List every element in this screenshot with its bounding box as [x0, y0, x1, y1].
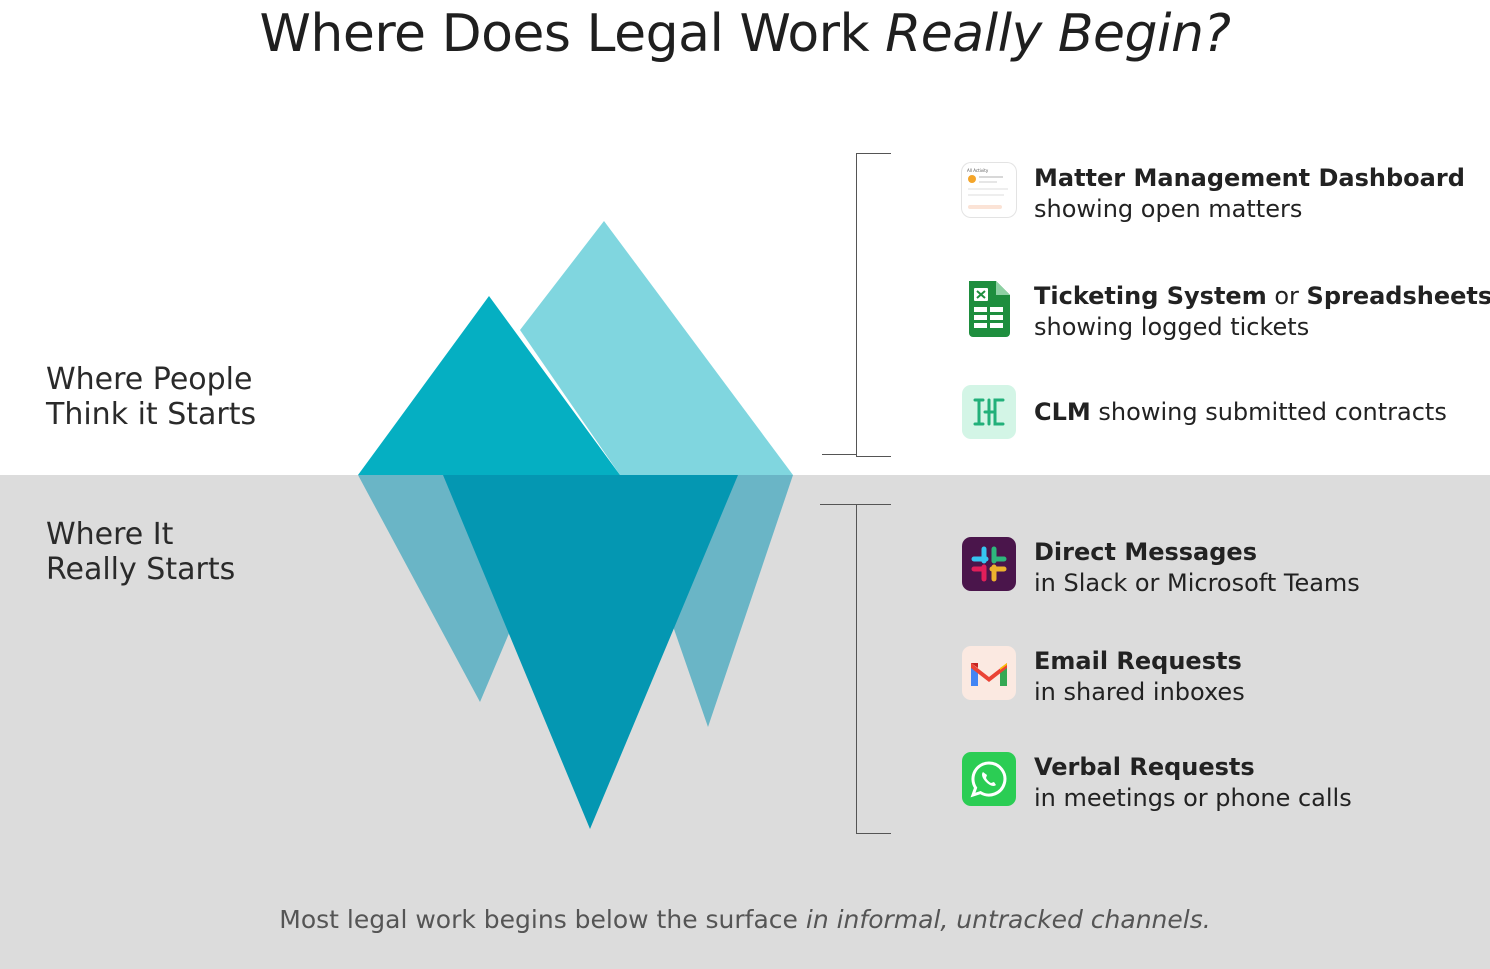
item-title: Direct Messages — [1034, 538, 1257, 566]
bracket-below-tail — [820, 504, 857, 505]
iceberg-peak-back — [520, 221, 793, 475]
item-subtitle: showing open matters — [1034, 195, 1303, 223]
clm-icon — [962, 385, 1016, 439]
item-title: Email Requests — [1034, 647, 1242, 675]
label-below-line-2: Really Starts — [46, 552, 236, 587]
item-subtitle: in meetings or phone calls — [1034, 784, 1352, 812]
item-subtitle: in Slack or Microsoft Teams — [1034, 569, 1360, 597]
page-title: Where Does Legal Work Really Begin? — [0, 4, 1490, 64]
item-rest: showing submitted contracts — [1090, 398, 1447, 426]
label-below-water: Where It Really Starts — [46, 517, 235, 587]
label-above-water: Where People Think it Starts — [46, 362, 256, 432]
iceberg-peak-front — [358, 296, 620, 475]
dashboard-icon-header: All Activity — [967, 168, 989, 173]
bracket-below — [856, 504, 891, 834]
item-title: Verbal Requests — [1034, 753, 1255, 781]
item-subtitle: showing logged tickets — [1034, 313, 1310, 341]
footer-caption: Most legal work begins below the surface… — [0, 905, 1490, 934]
item-title: Matter Management Dashboard — [1034, 164, 1465, 192]
item-title-2: Spreadsheets — [1306, 282, 1490, 310]
whatsapp-icon — [962, 752, 1016, 806]
label-below-line-1: Where It — [46, 517, 174, 552]
label-above-line-1: Where People — [46, 362, 253, 397]
matter-dashboard-icon: All Activity — [962, 163, 1016, 217]
item-connector: or — [1266, 282, 1307, 310]
item-title: CLM — [1034, 398, 1091, 426]
bracket-above-tail — [822, 454, 857, 455]
title-main: Where Does Legal Work — [259, 4, 886, 64]
title-emphasis: Really Begin? — [885, 4, 1231, 64]
underwater-main-mass — [443, 475, 738, 829]
caption-italic: in informal, untracked channels. — [805, 905, 1211, 934]
label-above-line-2: Think it Starts — [46, 397, 257, 432]
spreadsheet-icon — [962, 281, 1016, 337]
item-title: Ticketing System — [1034, 282, 1267, 310]
caption-plain: Most legal work begins below the surface — [279, 905, 806, 934]
gmail-icon — [962, 646, 1016, 700]
slack-icon — [962, 537, 1016, 591]
bracket-above — [856, 153, 891, 457]
item-subtitle: in shared inboxes — [1034, 678, 1245, 706]
